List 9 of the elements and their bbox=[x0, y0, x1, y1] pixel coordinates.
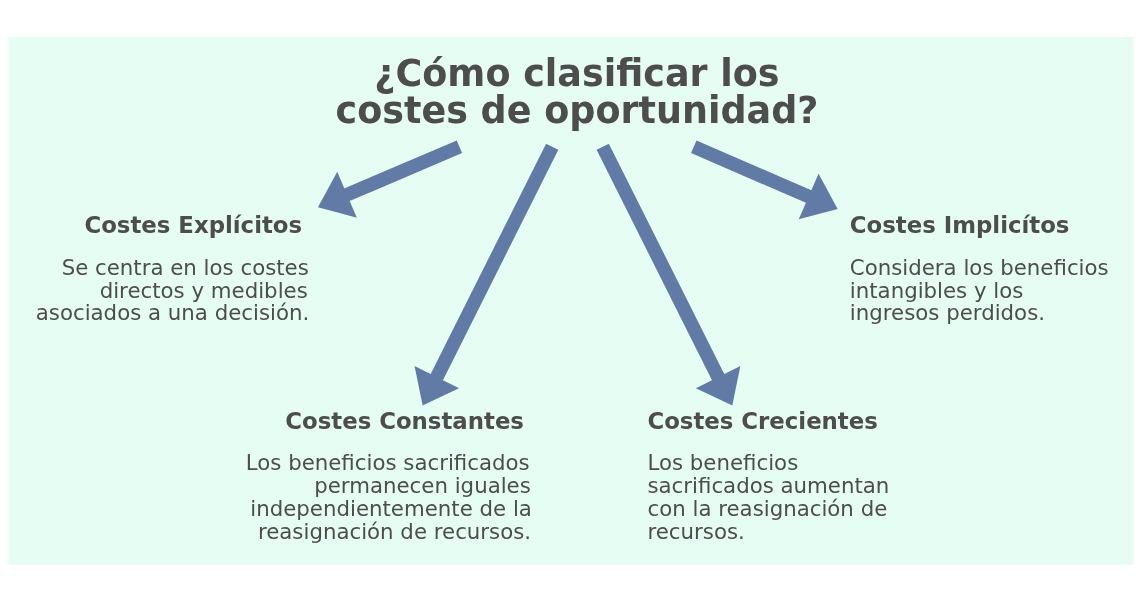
arrow bbox=[414, 143, 559, 406]
node-text: Costes Explícitos Se centra en los costes directos y medibles asociados a una decisión. bbox=[35, 212, 310, 326]
node-text: Costes Implicítos Considera los beneficios intangibles y los ingresos perdidos. bbox=[849, 212, 1109, 326]
arrow bbox=[596, 143, 741, 406]
node-text: Costes Crecientes Los beneficios sacrificados aumentan con la reasignación de recursos. bbox=[647, 407, 890, 544]
node-text: ¿Cómo clasificar los costes de oportunidad? bbox=[335, 52, 819, 132]
arrow bbox=[317, 140, 463, 218]
arrow bbox=[691, 140, 838, 220]
node-text: Costes Constantes Los beneficios sacrificados permanecen iguales independientemente de la reasignación de recursos. bbox=[245, 407, 532, 544]
